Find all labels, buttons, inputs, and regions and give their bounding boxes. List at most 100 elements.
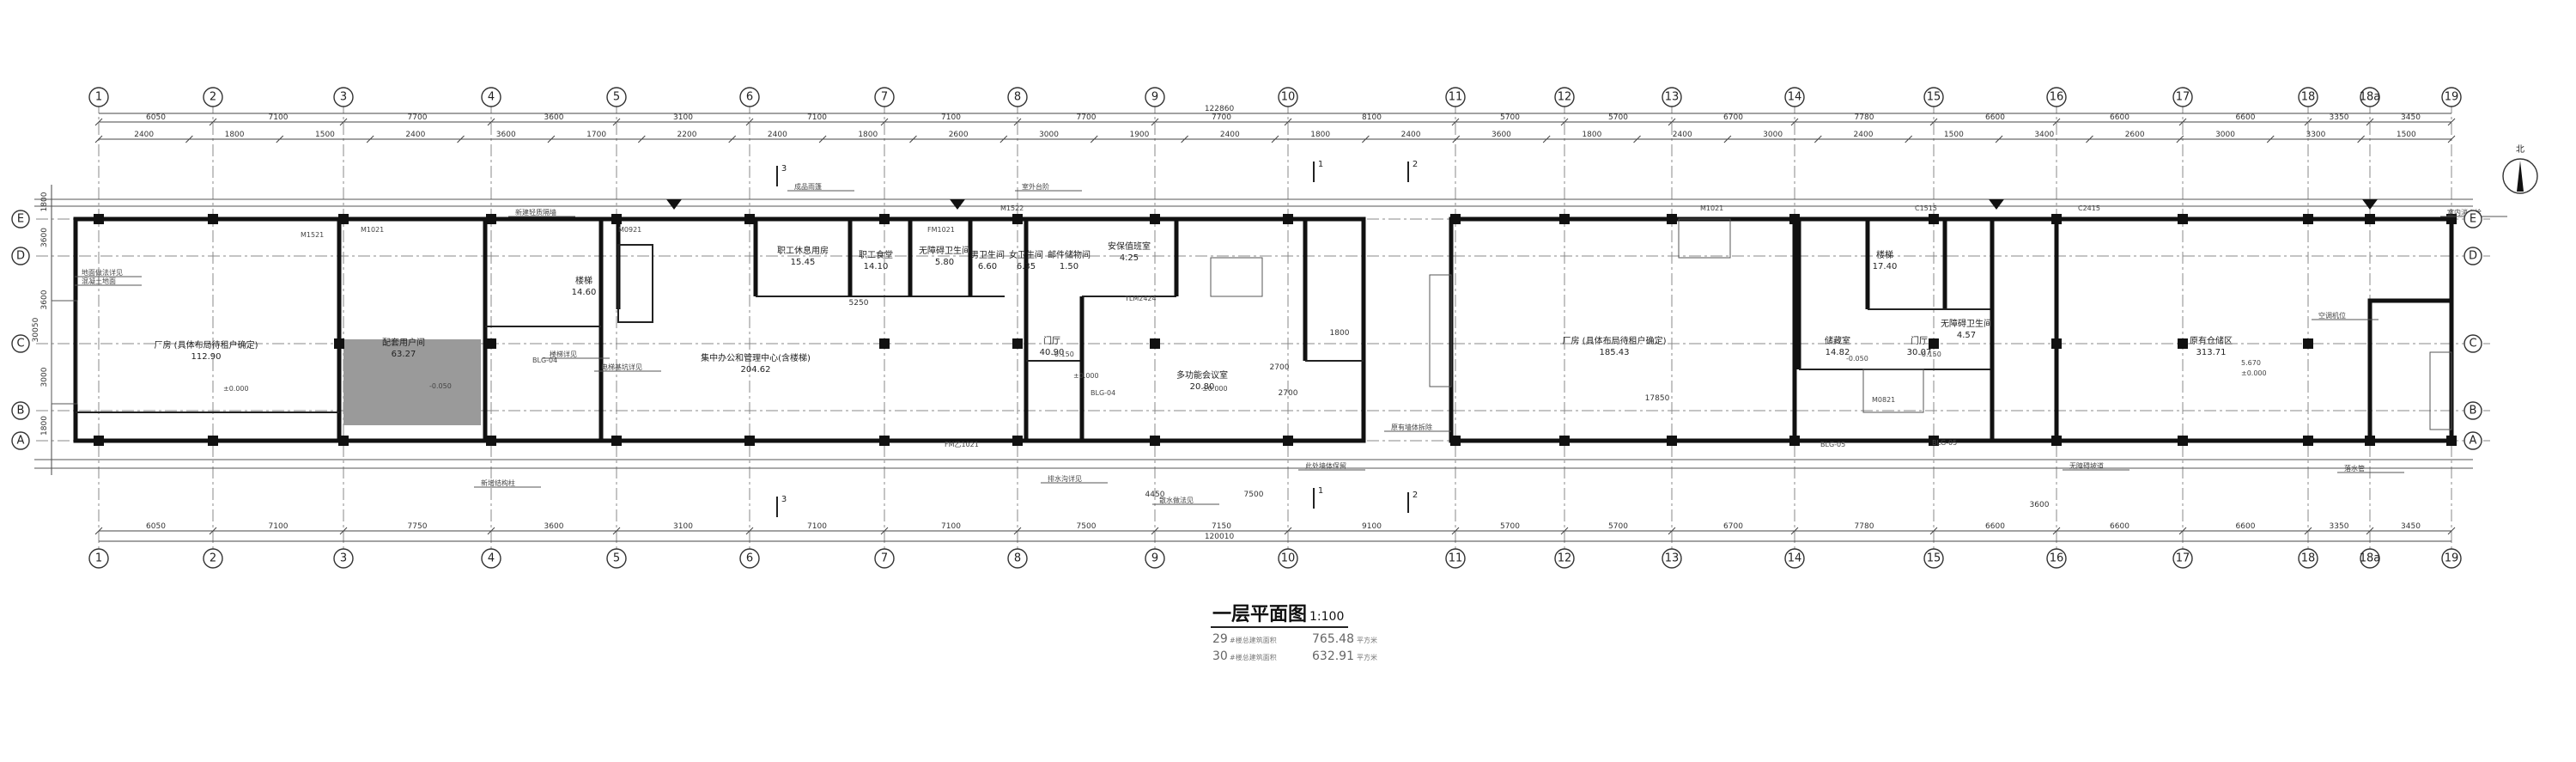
section-marker: 2 — [1407, 160, 1418, 182]
note-text: 无障碍坡道 — [2069, 461, 2104, 470]
dimension-bottom: 6600 — [2236, 522, 2256, 531]
axis-grid-lines — [36, 101, 2490, 550]
door-tag: C2415 — [2078, 204, 2100, 212]
axis-label: 18 — [2301, 552, 2316, 565]
axis-bubble-B-right: B — [2464, 401, 2482, 420]
dimension-top: 7700 — [1212, 113, 1231, 122]
note: 新建轻质隔墙 — [508, 208, 575, 217]
dimension-top: 3600 — [544, 113, 564, 122]
axis-label: 4 — [488, 91, 495, 104]
axis-bubble-11-bottom: 11 — [1445, 548, 1466, 569]
dimension-bottom: 7780 — [1855, 522, 1874, 531]
section-marker: 1 — [1313, 160, 1323, 182]
dimension-inner: 1800 — [225, 131, 245, 139]
axis-label: 17 — [2176, 91, 2190, 104]
dimension-top: 3100 — [673, 113, 693, 122]
axis-bubble-15-top: 15 — [1923, 87, 1944, 107]
axis-label: 6 — [746, 91, 753, 104]
dimension-inner: 1500 — [315, 131, 335, 139]
stair-tag: BLG-05 — [1932, 439, 1957, 447]
dimension-inner: 2400 — [405, 131, 425, 139]
axis-label: 13 — [1665, 552, 1680, 565]
room-name: 无障碍卫生间 — [919, 245, 970, 256]
dimension-bottom: 7500 — [1077, 522, 1097, 531]
dimension-top: 6600 — [2110, 113, 2129, 122]
room-name: 无障碍卫生间 — [1941, 318, 1992, 329]
note-text: 混凝土地面 — [82, 277, 116, 285]
axis-label: 18a — [2360, 91, 2381, 104]
room-area: 204.62 — [741, 365, 771, 375]
dimension-misc: 5250 — [849, 299, 869, 308]
room-11: 集中办公和管理中心(含楼梯)204.62 — [701, 352, 811, 375]
room-area: 6.35 — [1017, 262, 1036, 271]
dimension-inner: 2400 — [1401, 131, 1421, 139]
axis-bubble-D-left: D — [11, 247, 30, 265]
axis-bubble-18a-bottom: 18a — [2360, 548, 2381, 569]
axis-label: 6 — [746, 552, 753, 565]
stair-right — [1429, 218, 2452, 430]
room-name: 门厅 — [1043, 335, 1060, 346]
dimension-top: 5700 — [1500, 113, 1520, 122]
axis-bubble-17-top: 17 — [2172, 87, 2193, 107]
note: 无障碍坡道 — [2063, 461, 2129, 471]
room-area: 14.60 — [572, 288, 597, 297]
room-area: 185.43 — [1600, 348, 1630, 357]
room-name: 男卫生间 — [970, 249, 1005, 260]
axis-bubble-7-bottom: 7 — [874, 548, 895, 569]
axis-bubble-13-bottom: 13 — [1662, 548, 1682, 569]
note: 原有墙体拆除 — [1384, 423, 1451, 432]
axis-bubble-3-top: 3 — [333, 87, 354, 107]
axis-bubble-E-left: E — [11, 210, 30, 229]
room-area: 14.10 — [864, 262, 889, 271]
drawing-scale: 1:100 — [1309, 610, 1344, 624]
axis-label: 3 — [340, 91, 347, 104]
axis-label: E — [2470, 213, 2476, 226]
axis-bubble-C-right: C — [2464, 334, 2482, 353]
dimension-bottom: 7100 — [269, 522, 289, 531]
axis-label: 18a — [2360, 552, 2381, 565]
axis-label: C — [16, 338, 24, 351]
axis-label: 3 — [340, 552, 347, 565]
axis-bubble-E-right: E — [2464, 210, 2482, 229]
dimension-bottom: 7150 — [1212, 522, 1231, 531]
axis-bubble-17-bottom: 17 — [2172, 548, 2193, 569]
axis-label: 14 — [1788, 91, 1802, 104]
room-name: 楼梯 — [575, 275, 592, 286]
note-text: 空调机位 — [2318, 311, 2346, 320]
dimension-top: 6600 — [2236, 113, 2256, 122]
axis-bubble-A-left: A — [11, 431, 30, 450]
dimension-left: 1800 — [40, 416, 49, 436]
room-area: 112.90 — [191, 352, 222, 362]
note: 新增结构柱 — [474, 479, 541, 488]
axis-label: 15 — [1927, 552, 1941, 565]
dimension-misc: 2700 — [1270, 363, 1290, 372]
room-1: 厂房 (具体布局待租户确定)112.90 — [155, 339, 258, 362]
axis-bubble-4-top: 4 — [481, 87, 501, 107]
room-name: 邮件储物间 — [1048, 249, 1091, 260]
axis-label: 11 — [1449, 91, 1463, 104]
axis-label: 5 — [613, 552, 620, 565]
level-mark: 5.670 — [2241, 359, 2261, 367]
section-label: 3 — [781, 495, 787, 504]
axis-label: 2 — [210, 552, 216, 565]
axis-bubble-10-top: 10 — [1278, 87, 1298, 107]
annotations: ±0.000-0.050±0.000-0.150±0.000-0.0505.67… — [75, 160, 2507, 517]
note-text: 落水管 — [2344, 464, 2365, 472]
dimension-top: 7100 — [941, 113, 961, 122]
dimension-top: 8100 — [1362, 113, 1382, 122]
axis-bubble-18-bottom: 18 — [2298, 548, 2318, 569]
axis-bubble-3-bottom: 3 — [333, 548, 354, 569]
axis-bubble-2-bottom: 2 — [203, 548, 223, 569]
dimension-inner: 2400 — [1854, 131, 1874, 139]
axis-label: 16 — [2050, 552, 2064, 565]
axis-label: B — [17, 405, 25, 418]
axis-bubble-6-top: 6 — [739, 87, 760, 107]
axis-label: B — [2470, 405, 2477, 418]
